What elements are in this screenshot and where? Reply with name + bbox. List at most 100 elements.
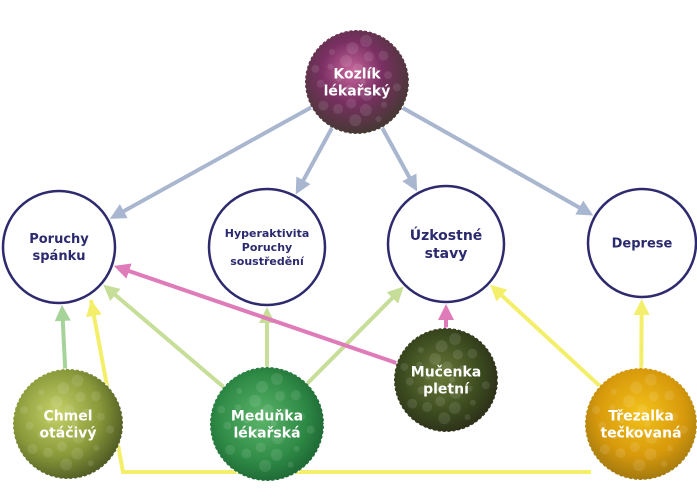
link-kozlik-to-uzkostne_stavy xyxy=(380,126,418,192)
photo-texture xyxy=(217,405,226,414)
photo-texture xyxy=(241,448,252,459)
photo-texture xyxy=(405,377,414,386)
condition-label-line: Poruchy xyxy=(29,232,89,247)
photo-texture xyxy=(36,404,43,411)
nodes-layer: PoruchyspánkuHyperaktivitaPoruchysoustře… xyxy=(1,29,697,482)
photo-texture xyxy=(435,340,448,353)
link-trezalka-to-deprese xyxy=(633,298,650,369)
photo-texture xyxy=(75,392,86,403)
photo-texture xyxy=(467,348,478,359)
photo-texture xyxy=(353,63,364,74)
photo-texture xyxy=(19,406,28,415)
condition-label-line: spánku xyxy=(33,249,86,264)
photo-texture xyxy=(327,63,334,70)
link-chmel-to-poruchy_spanku xyxy=(54,304,71,370)
herb-label-line: lékařská xyxy=(233,425,300,441)
photo-texture xyxy=(316,79,325,88)
photo-texture xyxy=(346,42,359,55)
photo-texture xyxy=(417,346,424,353)
link-kozlik-to-deprese xyxy=(401,105,594,216)
herb-ring xyxy=(209,366,325,482)
photo-texture xyxy=(259,459,272,472)
condition-ring xyxy=(586,187,697,299)
photo-texture xyxy=(318,100,329,111)
photo-texture xyxy=(610,388,617,395)
photo-texture xyxy=(328,88,337,97)
herb-label-line: otáčivý xyxy=(39,425,96,441)
arrow-head xyxy=(386,286,404,304)
photo-texture xyxy=(275,391,286,402)
photo-texture xyxy=(422,402,433,413)
condition-label-line: stavy xyxy=(425,246,468,262)
photo-texture xyxy=(254,427,263,436)
photo-texture xyxy=(407,398,418,409)
link-medunka-to-poruchy_spanku xyxy=(103,284,225,389)
photo-texture xyxy=(655,408,664,417)
arrow-line xyxy=(60,316,68,370)
herb-label-line: Chmel xyxy=(43,408,92,424)
photo-texture xyxy=(466,385,473,392)
arrow-line xyxy=(111,290,225,389)
photo-texture xyxy=(429,352,442,365)
photo-texture xyxy=(645,431,658,444)
green-leaves-photo xyxy=(210,367,324,481)
photo-texture xyxy=(25,421,34,430)
photo-texture xyxy=(82,408,91,417)
photo-texture xyxy=(670,412,679,421)
photo-texture xyxy=(416,361,423,368)
herb-ring xyxy=(393,327,499,433)
photo-texture xyxy=(648,391,659,402)
photo-texture xyxy=(281,408,290,417)
photo-texture xyxy=(248,394,261,407)
arrow-head xyxy=(109,204,128,219)
arrow-head xyxy=(54,304,71,322)
photo-texture xyxy=(37,430,46,439)
photo-texture xyxy=(629,441,640,452)
photo-texture xyxy=(90,391,101,402)
arrow-head xyxy=(490,284,508,302)
pink-flowers-photo xyxy=(305,30,409,134)
photo-texture xyxy=(442,361,453,372)
links-layer xyxy=(54,105,650,474)
photo-texture xyxy=(71,374,84,387)
photo-texture xyxy=(27,443,38,454)
photo-texture xyxy=(306,425,315,434)
arrow-line xyxy=(299,126,334,185)
link-trezalka-to-poruchy_spanku xyxy=(86,299,591,474)
photo-texture xyxy=(335,75,342,82)
photo-texture xyxy=(452,349,463,360)
photo-texture xyxy=(363,51,374,62)
link-mucenka-to-uzkostne_stavy xyxy=(438,304,454,328)
photo-texture xyxy=(615,448,626,459)
photo-texture xyxy=(630,381,643,394)
photo-texture xyxy=(38,389,45,396)
photo-texture xyxy=(449,386,462,399)
photo-texture xyxy=(609,404,616,411)
photo-texture xyxy=(644,448,657,461)
link-medunka-to-uzkostne_stavy xyxy=(305,286,404,385)
photo-texture xyxy=(449,332,462,345)
photo-texture xyxy=(473,369,482,378)
photo-texture xyxy=(60,458,73,471)
photo-texture xyxy=(333,104,344,115)
herb-ring xyxy=(584,367,697,481)
photo-texture xyxy=(328,48,335,55)
photo-texture xyxy=(90,430,97,437)
condition-label-line: soustředění xyxy=(230,255,305,268)
photo-texture xyxy=(255,442,266,453)
photo-texture xyxy=(679,425,688,434)
herb-ring xyxy=(304,29,410,135)
photo-texture xyxy=(360,34,373,47)
photo-texture xyxy=(378,50,389,61)
condition-ring xyxy=(207,187,327,307)
link-kozlik-to-poruchy_spanku xyxy=(109,105,313,219)
arrow-head xyxy=(575,200,594,216)
photo-texture xyxy=(57,382,70,395)
herb-label-line: tečkovaná xyxy=(600,425,681,441)
photo-texture xyxy=(270,373,283,386)
